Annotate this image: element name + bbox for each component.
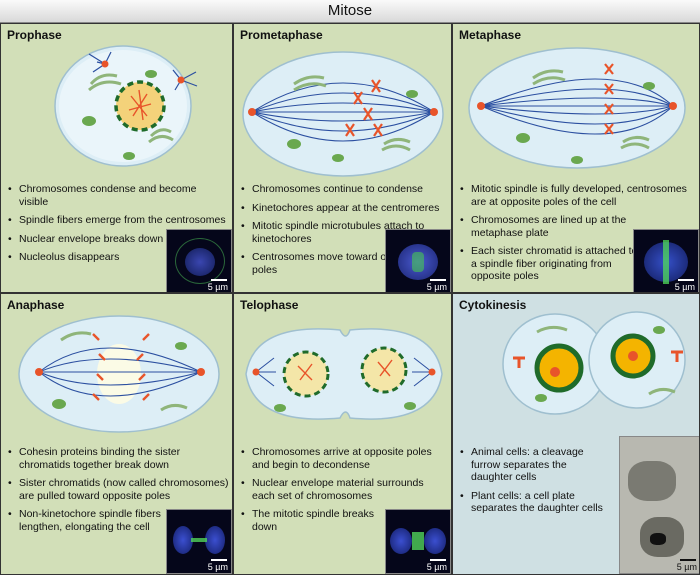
scale-label: 5 µm (207, 282, 228, 292)
bullet: Plant cells: a cell plate separates the … (459, 490, 609, 515)
scale-bar (211, 559, 227, 561)
prometaphase-bullets: Chromosomes continue to condense Kinetoc… (240, 183, 445, 282)
prometaphase-micrograph: 5 µm (385, 229, 451, 292)
bullet: Chromosomes arrive at opposite poles and… (240, 446, 445, 471)
bullet: Cohesin proteins binding the sister chro… (7, 446, 229, 471)
panel-title: Prometaphase (240, 28, 323, 42)
cytokinesis-bullets: Animal cells: a cleavage furrow separate… (459, 446, 609, 521)
scale-label: 5 µm (207, 562, 228, 572)
metaphase-micrograph: 5 µm (633, 229, 699, 292)
panel-prophase: Prophase Chromosomes condense and become… (0, 23, 233, 293)
prophase-micrograph: 5 µm (166, 229, 232, 292)
panel-title: Cytokinesis (459, 298, 527, 312)
bullet: Non-kinetochore spindle fibers lengthen,… (7, 508, 169, 533)
panel-cytokinesis: Cytokinesis Animal cells: a cleavage fur… (452, 293, 700, 575)
scale-bar (678, 279, 694, 281)
panel-telophase: Telophase Chromosomes arrive at opposite… (233, 293, 452, 575)
panel-title: Telophase (240, 298, 299, 312)
bullet: Chromosomes continue to condense (240, 183, 445, 196)
cytokinesis-micrograph: 5 µm (619, 436, 699, 574)
prophase-bullets: Chromosomes condense and become visible … (7, 183, 227, 270)
bullet: Centrosomes move toward opposite poles (240, 251, 445, 276)
prometaphase-cell-illustration (242, 51, 444, 177)
anaphase-bullets: Cohesin proteins binding the sister chro… (7, 446, 229, 539)
cytokinesis-cell-illustration (502, 311, 686, 415)
anaphase-micrograph: 5 µm (166, 509, 232, 574)
bullet: Mitotic spindle is fully developed, cent… (459, 183, 697, 208)
telophase-cell-illustration (245, 328, 443, 420)
bullet: Spindle fibers emerge from the centrosom… (7, 214, 227, 227)
panel-title: Prophase (7, 28, 62, 42)
panel-prometaphase: Prometaphase Chromosomes continue to con… (233, 23, 452, 293)
scale-label: 5 µm (426, 282, 447, 292)
bullet: Each sister chromatid is attached to a s… (459, 245, 641, 283)
telophase-micrograph: 5 µm (385, 509, 451, 574)
bullet: Sister chromatids (now called chromosome… (7, 477, 229, 502)
scale-bar (430, 279, 446, 281)
metaphase-bullets: Mitotic spindle is fully developed, cent… (459, 183, 697, 289)
bullet: Animal cells: a cleavage furrow separate… (459, 446, 609, 484)
bullet: Nucleolus disappears (7, 251, 227, 264)
bullet: Chromosomes are lined up at the metaphas… (459, 214, 641, 239)
scale-label: 5 µm (674, 282, 695, 292)
panel-title: Metaphase (459, 28, 522, 42)
panel-anaphase: Anaphase Cohesin proteins binding the si… (0, 293, 233, 575)
bullet: Kinetochores appear at the centromeres (240, 202, 445, 215)
figure-title: Mitose (0, 0, 700, 23)
scale-bar (211, 279, 227, 281)
scale-label: 5 µm (426, 562, 447, 572)
anaphase-cell-illustration (18, 315, 220, 433)
panel-title: Anaphase (7, 298, 65, 312)
metaphase-cell-illustration (468, 47, 686, 169)
scale-bar (430, 559, 446, 561)
telophase-bullets: Chromosomes arrive at opposite poles and… (240, 446, 445, 539)
bullet: Chromosomes condense and become visible (7, 183, 227, 208)
prophase-cell-illustration (54, 45, 198, 167)
bullet: Nuclear envelope material surrounds each… (240, 477, 445, 502)
bullet: Mitotic spindle microtubules attach to k… (240, 220, 445, 245)
scale-bar (680, 559, 696, 561)
panel-metaphase: Metaphase Mitotic spindle is fully devel… (452, 23, 700, 293)
scale-label: 5 µm (676, 562, 697, 572)
bullet: The mitotic spindle breaks down (240, 508, 382, 533)
bullet: Nuclear envelope breaks down (7, 233, 227, 246)
